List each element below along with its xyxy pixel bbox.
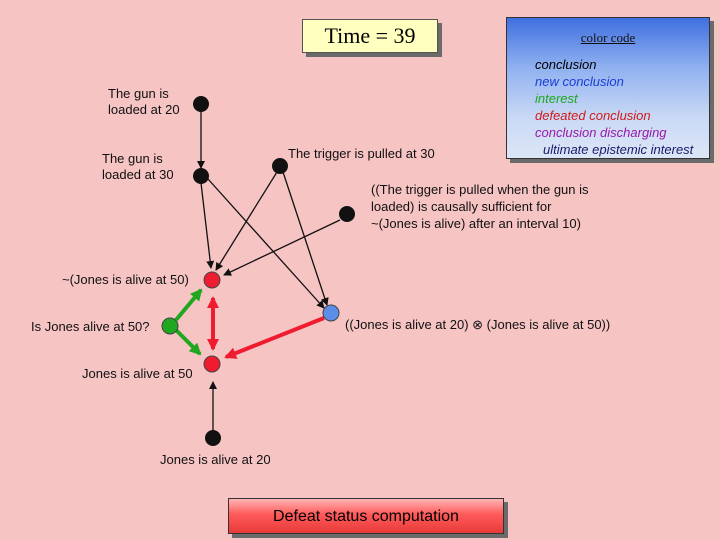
label-gun-loaded-30: The gun is loaded at 30: [102, 151, 174, 182]
time-display: Time = 39: [302, 19, 438, 53]
legend-items: conclusion new conclusion interest defea…: [535, 56, 693, 158]
legend-item-defeated-conclusion: defeated conclusion: [535, 108, 651, 123]
legend-item-interest: interest: [535, 91, 578, 106]
node-alive-20[interactable]: [205, 430, 221, 446]
defeat-status-button[interactable]: Defeat status computation: [228, 498, 504, 534]
node-conjunction[interactable]: [322, 304, 340, 322]
edge-defeat-conj-to-alive50: [224, 316, 325, 359]
label-trigger-pulled-30: The trigger is pulled at 30: [288, 146, 435, 161]
legend-item-conclusion-discharging: conclusion discharging: [535, 125, 667, 140]
label-alive-50: Jones is alive at 50: [82, 366, 193, 381]
edge-gun30-to-notalive50: [200, 182, 215, 269]
node-alive-50[interactable]: [203, 355, 221, 373]
edge-trigger-to-conj: [282, 171, 329, 306]
label-is-alive-50-question: Is Jones alive at 50?: [31, 319, 150, 334]
edge-causal-to-notalive50: [223, 219, 341, 276]
label-gun-loaded-20: The gun is loaded at 20: [108, 86, 180, 117]
node-gun-loaded-30[interactable]: [193, 168, 209, 184]
label-causal-sufficiency: ((The trigger is pulled when the gun is …: [371, 182, 589, 231]
node-gun-loaded-20[interactable]: [193, 96, 209, 112]
legend-item-conclusion: conclusion: [535, 57, 597, 72]
color-code-legend: color code conclusion new conclusion int…: [506, 17, 710, 159]
node-not-alive-50[interactable]: [203, 271, 221, 289]
node-is-alive-50-question[interactable]: [161, 317, 179, 335]
node-causal-sufficiency[interactable]: [339, 206, 355, 222]
edge-question-to-notalive50: [174, 288, 203, 322]
legend-title: color code: [580, 30, 636, 45]
edge-question-to-alive50: [174, 328, 202, 356]
label-conjunction: ((Jones is alive at 20) ⊗ (Jones is aliv…: [345, 317, 611, 332]
legend-item-new-conclusion: new conclusion: [535, 74, 624, 89]
label-alive-20: Jones is alive at 20: [160, 452, 271, 467]
edge-gun30-to-conj: [207, 178, 325, 309]
node-trigger-pulled-30[interactable]: [272, 158, 288, 174]
legend-item-ultimate-epistemic-interest: ultimate epistemic interest: [543, 142, 694, 157]
label-not-alive-50: ~(Jones is alive at 50): [62, 272, 189, 287]
